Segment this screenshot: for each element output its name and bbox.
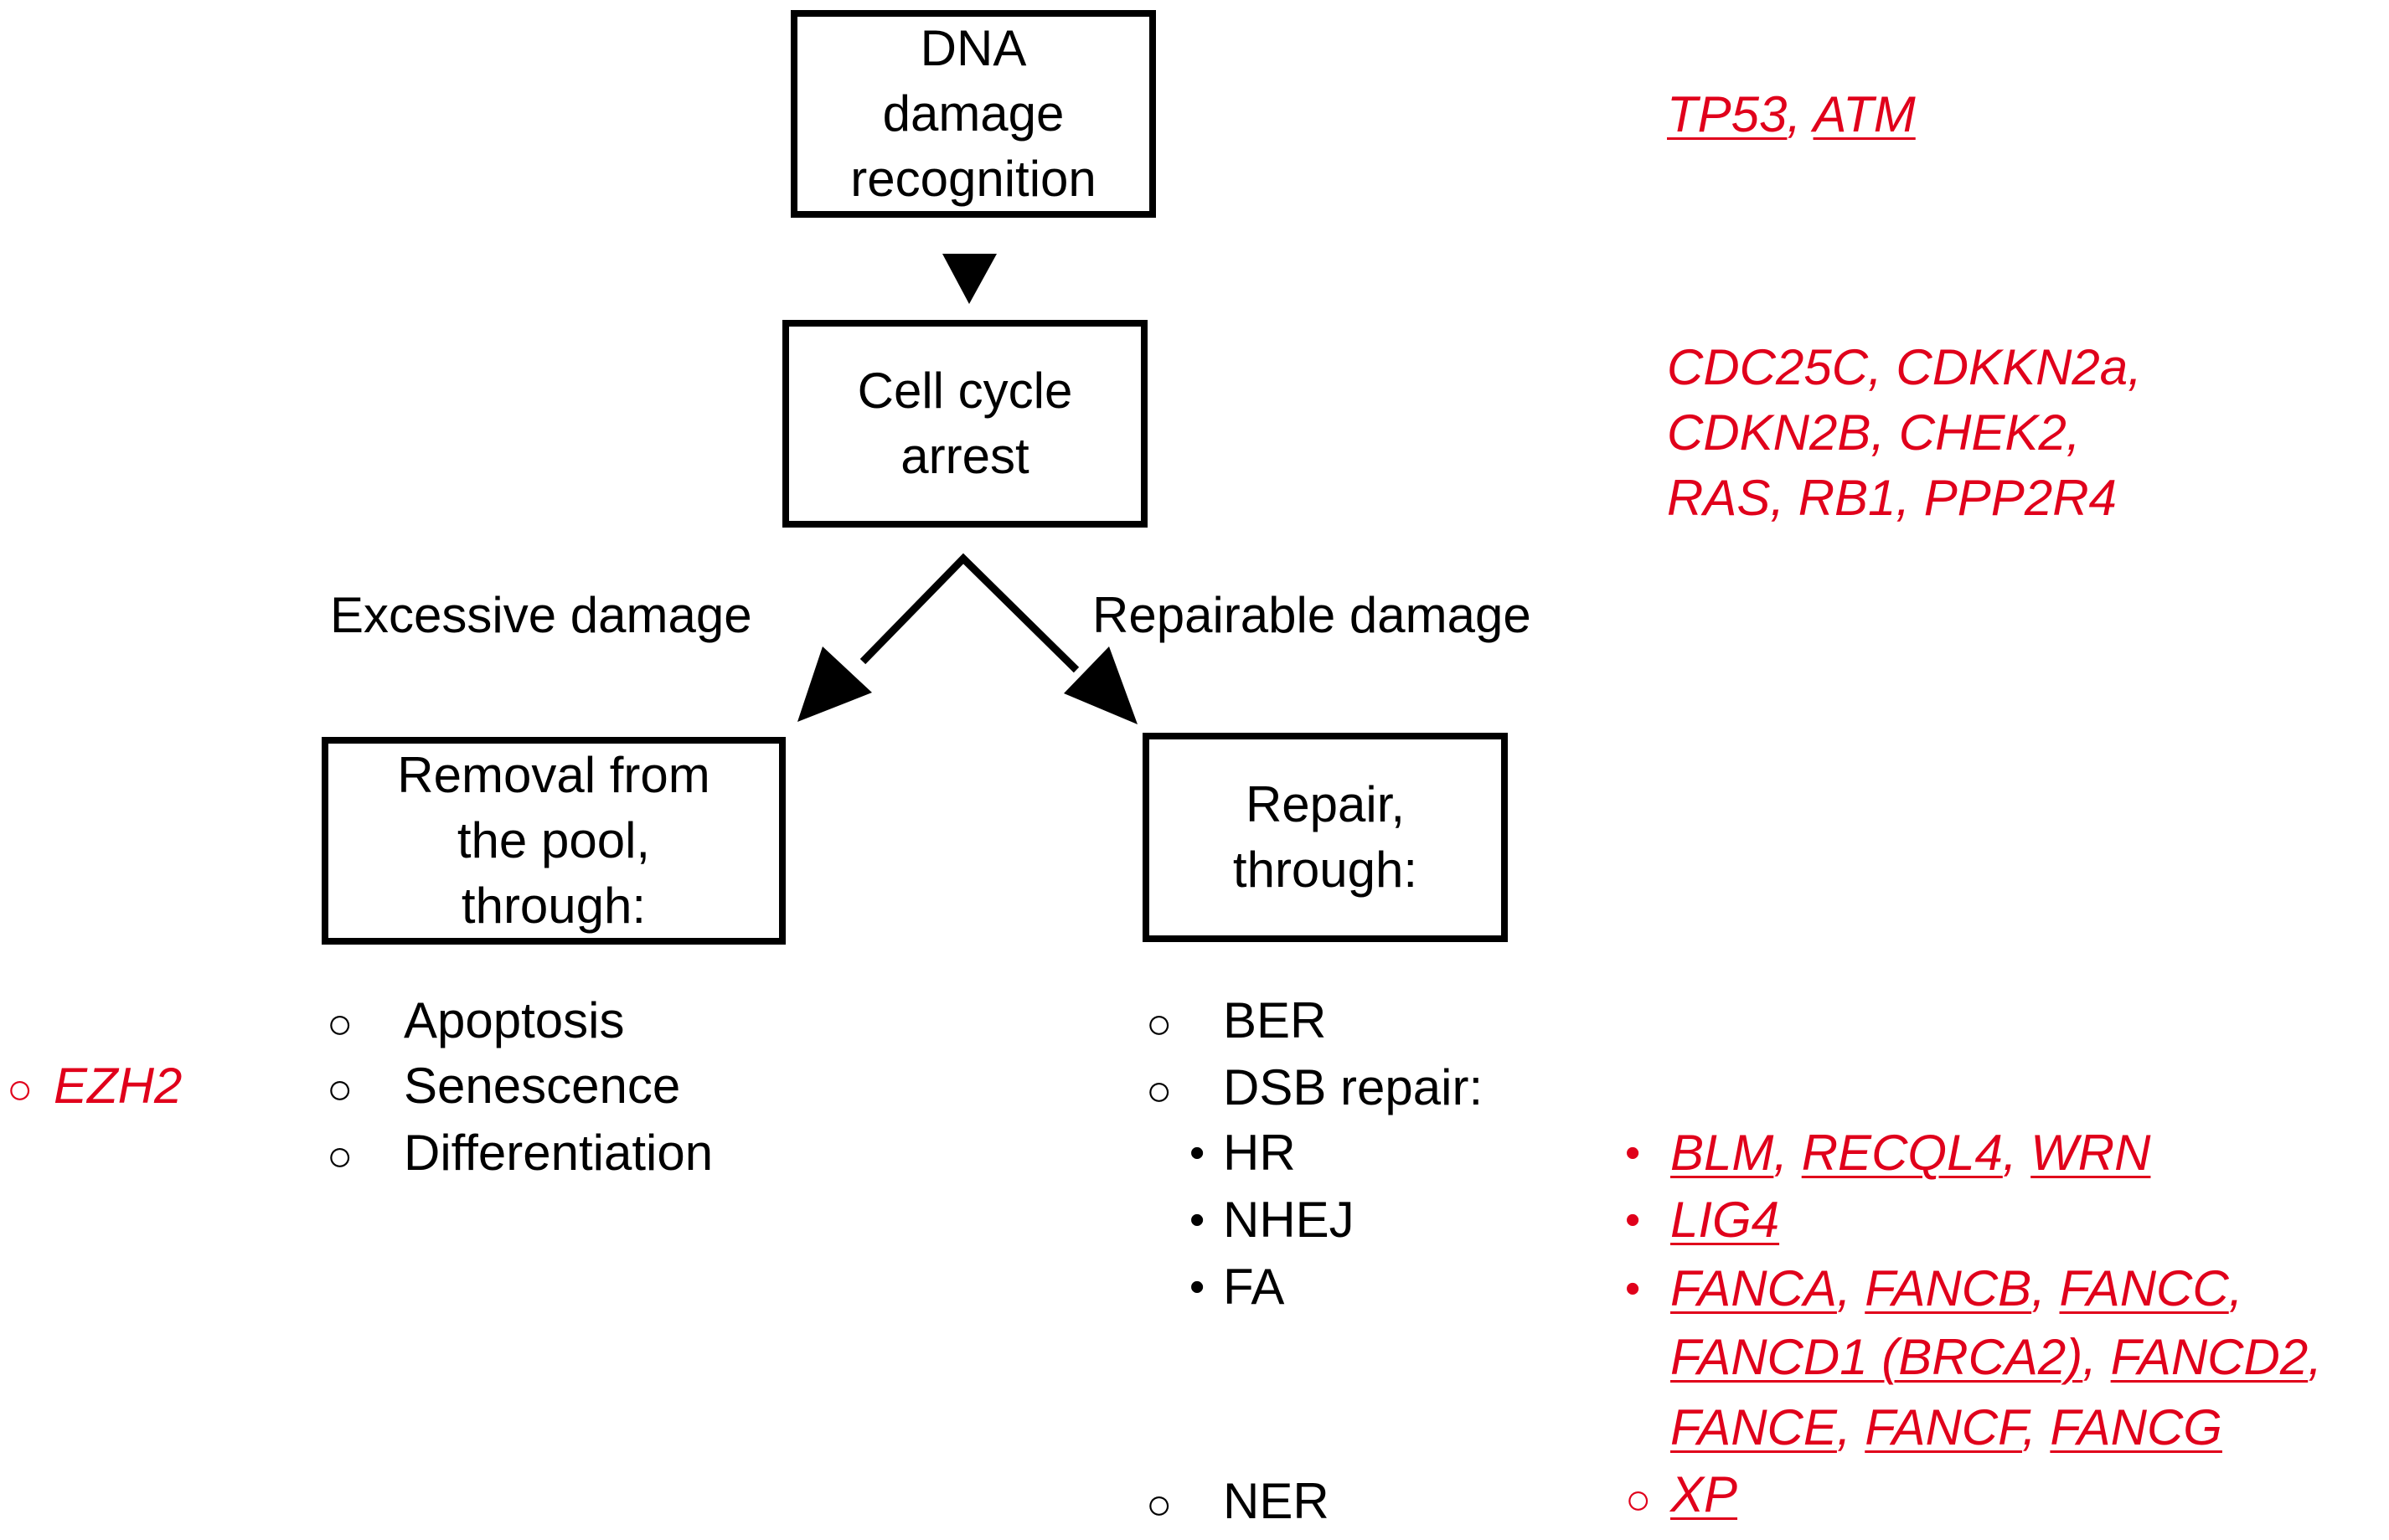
- separator: ,: [2031, 1260, 2046, 1316]
- repair-item-hr: HR: [1223, 1125, 1296, 1181]
- genes-cell-cycle-line-3: RAS, RB1, PPP2R4: [1667, 470, 2117, 526]
- dot-bullet: •: [1189, 1129, 1205, 1177]
- separator: ,: [1773, 1125, 1788, 1181]
- excessive-damage-label: Excessive damage: [330, 587, 752, 643]
- genes-cell-cycle-line-2: CDKN2B, CHEK2,: [1667, 404, 2081, 461]
- genes-nhej: LIG4: [1670, 1187, 1779, 1253]
- removal-item-apoptosis: Apoptosis: [404, 992, 625, 1048]
- gene-fancd1-brca2: FANCD1 (BRCA2): [1670, 1329, 2083, 1385]
- repair-text: Repair, through:: [1232, 776, 1418, 898]
- arrowhead-repairable: [1064, 646, 1138, 724]
- repair-box: Repair, through:: [1143, 733, 1508, 942]
- circle-bullet: ○: [7, 1065, 34, 1114]
- removal-text: Removal from the pool, through:: [397, 747, 710, 934]
- arrow-branch-lines: [859, 553, 1080, 673]
- dot-bullet: •: [1625, 1196, 1641, 1244]
- gene-recql4: RECQL4: [1801, 1125, 2003, 1181]
- repair-item-nhej: NHEJ: [1223, 1192, 1354, 1248]
- gene-fancf: FANCF: [1865, 1399, 2023, 1455]
- separator: ,: [2022, 1399, 2036, 1455]
- dot-bullet: •: [1189, 1263, 1205, 1311]
- gene-wrn: WRN: [2030, 1125, 2151, 1181]
- genes-fa-line-3: FANCE, FANCF, FANCG: [1670, 1395, 2222, 1460]
- dot-bullet: •: [1189, 1196, 1205, 1244]
- genes-hr: BLM, RECQL4, WRN: [1670, 1120, 2150, 1186]
- gene-lig4: LIG4: [1670, 1192, 1780, 1248]
- dna-damage-recognition-box: DNA damage recognition: [791, 10, 1156, 218]
- gene-fance: FANCE: [1670, 1399, 1837, 1455]
- repair-item-ber: BER: [1223, 992, 1327, 1048]
- circle-bullet: ○: [327, 1132, 353, 1181]
- removal-item-senescence: Senescence: [404, 1058, 681, 1114]
- gene-fancg: FANCG: [2050, 1399, 2222, 1455]
- cell-cycle-arrest-box: Cell cycle arrest: [782, 320, 1148, 528]
- repair-item-fa: FA: [1223, 1259, 1285, 1315]
- genes-cell-cycle-line-1: CDC25C, CDKKN2a,: [1667, 339, 2142, 395]
- genes-fa-line-2: FANCD1 (BRCA2), FANCD2,: [1670, 1325, 2322, 1390]
- gene-fanca: FANCA: [1670, 1260, 1837, 1316]
- repair-item-ner: NER: [1223, 1473, 1329, 1529]
- dna-damage-recognition-text: DNA damage recognition: [850, 20, 1096, 207]
- separator: ,: [2002, 1125, 2017, 1181]
- circle-bullet: ○: [327, 1000, 353, 1048]
- circle-bullet: ○: [327, 1065, 353, 1114]
- separator: ,: [1836, 1399, 1851, 1455]
- gene-blm: BLM: [1670, 1125, 1774, 1181]
- separator: ,: [2228, 1260, 2243, 1316]
- arrow-down-recognition-to-arrest: [942, 254, 997, 304]
- gene-atm: ATM: [1813, 86, 1916, 142]
- separator: ,: [1836, 1260, 1851, 1316]
- circle-bullet: ○: [1625, 1476, 1652, 1524]
- cell-cycle-arrest-text: Cell cycle arrest: [857, 363, 1073, 484]
- separator: ,: [2308, 1329, 2322, 1385]
- repair-item-dsb: DSB repair:: [1223, 1059, 1483, 1115]
- removal-item-differentiation: Differentiation: [404, 1125, 714, 1181]
- separator: ,: [1787, 86, 1802, 142]
- arrowhead-excessive: [797, 646, 872, 722]
- gene-fancc: FANCC: [2059, 1260, 2229, 1316]
- gene-fancd2: FANCD2: [2110, 1329, 2309, 1385]
- genes-ner: XP: [1670, 1462, 1737, 1527]
- repairable-damage-label: Repairable damage: [1092, 587, 1531, 643]
- gene-ezh2: EZH2: [54, 1058, 183, 1114]
- circle-bullet: ○: [1146, 1067, 1173, 1115]
- dot-bullet: •: [1625, 1264, 1641, 1313]
- removal-box: Removal from the pool, through:: [322, 737, 786, 945]
- gene-tp53: TP53: [1667, 86, 1788, 142]
- genes-fa-line-1: FANCA, FANCB, FANCC,: [1670, 1256, 2242, 1321]
- circle-bullet: ○: [1146, 1000, 1173, 1048]
- genes-recognition: TP53, ATM: [1667, 82, 1916, 147]
- circle-bullet: ○: [1146, 1481, 1173, 1529]
- gene-xp: XP: [1670, 1466, 1738, 1522]
- dot-bullet: •: [1625, 1129, 1641, 1177]
- gene-fancb: FANCB: [1865, 1260, 2032, 1316]
- separator: ,: [2082, 1329, 2097, 1385]
